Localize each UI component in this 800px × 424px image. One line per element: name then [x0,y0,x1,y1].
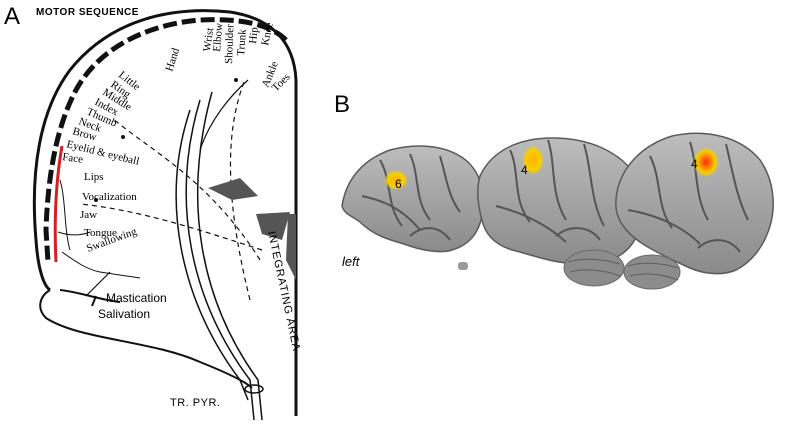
mastication-pointer [85,271,111,297]
label-tract: TR. PYR. [170,397,220,409]
label-wrist: Wrist [201,27,216,52]
dot-2 [121,135,125,139]
hatched-structure-3 [286,214,296,280]
activation-label-4b: 4 [691,157,698,171]
dot-3 [94,198,98,202]
label-hand: Hand [163,46,182,73]
sylvian-contour [39,289,253,389]
hatched-structure-2 [256,212,290,240]
brain-right-lateral [615,132,774,290]
pyramidal-tract-1 [175,109,249,401]
label-face: Face [62,151,84,166]
panel-a: A MOTOR SEQUENCE Hand Wrist [4,3,302,421]
inner-contour [59,289,121,307]
label-tongue: Tongue [84,227,117,239]
solid-arrow [199,79,249,151]
label-vocalization: Vocalization [82,191,137,203]
label-jaw: Jaw [80,209,97,221]
face-lines [57,179,141,279]
label-knee: Knee [259,21,276,46]
face-area-highlight [53,145,64,263]
label-hip: Hip [247,26,261,44]
panel-b: B 6 4 4 left [334,91,774,290]
pyramidal-tract-3 [196,91,263,421]
label-salivation: Salivation [98,307,150,321]
brain-midline [477,137,645,287]
hemisphere-label-left: left [342,254,361,269]
panel-a-letter: A [4,3,20,30]
pyramidal-tract-2 [185,99,255,421]
activation-label-6: 6 [395,177,402,191]
dashed-arrow-middle [111,117,261,261]
panel-b-letter: B [334,91,350,118]
label-shoulder: Shoulder [223,24,236,64]
motor-sequence-title: MOTOR SEQUENCE [36,7,139,18]
activation-blob-4a [522,145,544,175]
brain-left-lateral [341,145,485,270]
cortex-outer-outline [32,9,298,416]
dot-1 [234,78,238,82]
label-mastication: Mastication [106,291,167,305]
hatched-structure-1 [208,178,258,200]
motor-strip-dashes [43,17,288,263]
activation-label-4a: 4 [521,163,528,177]
activation-blob-4b [693,147,719,177]
label-trunk: Trunk [235,28,249,56]
activation-blob-6 [384,170,408,190]
tract-ellipse [244,384,264,394]
label-elbow: Elbow [211,23,225,53]
label-lips: Lips [84,171,104,183]
dashed-arrow-lower [79,203,263,251]
